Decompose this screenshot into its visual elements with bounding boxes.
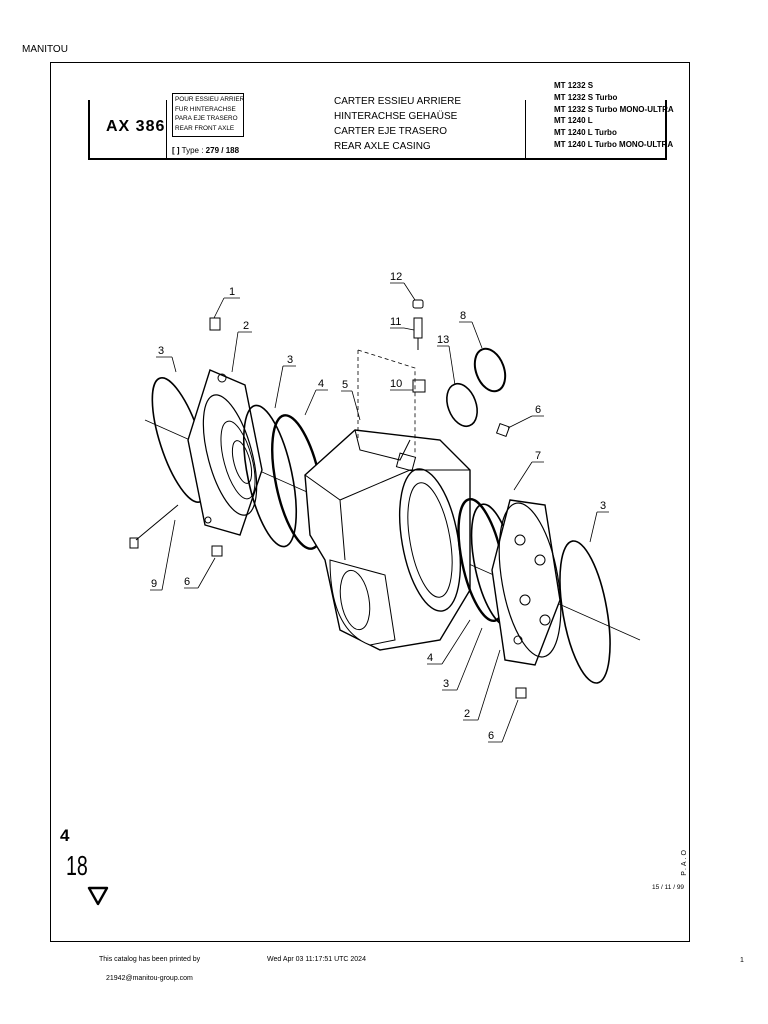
- callout-13: 13: [437, 334, 449, 346]
- title-es: CARTER EJE TRASERO: [334, 126, 447, 137]
- reference-code: AX 386: [106, 118, 166, 135]
- side-code: P.A.O: [681, 848, 688, 876]
- callout-9: 9: [151, 578, 157, 590]
- axle-type-box: POUR ESSIEU ARRIERE FUR HINTERACHSE PARA…: [172, 93, 244, 137]
- nut-6-bottom: [515, 687, 527, 699]
- title-en: REAR AXLE CASING: [334, 141, 431, 152]
- section-number: 4: [60, 826, 70, 845]
- left-hub: [187, 369, 263, 536]
- ring-13: [446, 382, 478, 428]
- model-item: MT 1240 L Turbo MONO-ULTRA: [554, 139, 674, 149]
- callout-4: 4: [318, 378, 324, 390]
- o-ring-mid: [242, 404, 298, 548]
- right-hub: [491, 499, 562, 666]
- type-row: [ ] Type : 279 / 188: [172, 146, 239, 155]
- callout-8: 8: [460, 310, 466, 322]
- callout-3: 3: [600, 500, 606, 512]
- breather-parts: [412, 299, 426, 393]
- header-divider-far-right: [665, 100, 667, 160]
- axle-type-line: FUR HINTERACHSE: [175, 105, 236, 113]
- page-number: 18: [66, 850, 88, 881]
- callout-6: 6: [488, 730, 494, 742]
- brand-name: MANITOU: [22, 44, 68, 55]
- callout-6: 6: [184, 576, 190, 588]
- callout-11: 11: [390, 316, 401, 328]
- title-fr: CARTER ESSIEU ARRIERE: [334, 96, 462, 107]
- drawing-date: 15 / 11 / 99: [652, 884, 685, 891]
- callout-12: 12: [390, 271, 402, 283]
- type-value: 279 / 188: [205, 146, 240, 155]
- axle-type-line: PARA EJE TRASERO: [175, 115, 238, 123]
- model-item: MT 1240 L: [554, 116, 593, 126]
- print-timestamp: Wed Apr 03 11:17:51 UTC 2024: [267, 956, 366, 963]
- header-divider-mid: [166, 100, 167, 160]
- header-divider-right: [525, 100, 526, 160]
- part-titles: CARTER ESSIEU ARRIERE HINTERACHSE GEHAÜS…: [334, 94, 461, 154]
- model-list: MT 1232 S MT 1232 S Turbo MT 1232 S Turb…: [554, 80, 674, 151]
- model-item: MT 1240 L Turbo: [554, 128, 617, 138]
- header-divider-left: [88, 100, 90, 160]
- callout-10: 10: [390, 378, 402, 390]
- o-ring-right: [559, 540, 611, 684]
- circlip-8: [473, 347, 507, 393]
- axle-type-line: REAR FRONT AXLE: [175, 124, 235, 132]
- nut-6-top: [495, 422, 511, 438]
- printed-by-text: This catalog has been printed by: [99, 956, 201, 963]
- nut-1: [209, 317, 221, 331]
- header-divider-bottom: [88, 158, 666, 160]
- model-item: MT 1232 S Turbo: [554, 92, 618, 102]
- callout-7: 7: [535, 450, 541, 462]
- axle-type-line: POUR ESSIEU ARRIERE: [175, 96, 244, 103]
- callout-6: 6: [535, 404, 541, 416]
- bolt-9: [129, 504, 179, 549]
- title-de: HINTERACHSE GEHAÜSE: [334, 111, 458, 122]
- callout-4: 4: [427, 652, 433, 664]
- callout-5: 5: [342, 379, 348, 391]
- callout-1: 1: [229, 286, 235, 298]
- callout-3: 3: [443, 678, 449, 690]
- callout-2: 2: [464, 708, 470, 720]
- type-bracket: [ ]: [172, 146, 180, 155]
- catalog-sheet: [50, 62, 690, 942]
- nut-6-left: [211, 545, 223, 557]
- printed-by-email: 21942@manitou-group.com: [106, 975, 193, 982]
- footer-page-number: 1: [740, 957, 744, 964]
- type-label: Type :: [181, 146, 204, 155]
- model-item: MT 1232 S: [554, 81, 594, 90]
- callout-3: 3: [158, 345, 164, 357]
- callout-3: 3: [287, 354, 293, 366]
- down-arrow-icon[interactable]: [86, 884, 110, 908]
- callout-2: 2: [243, 320, 249, 332]
- model-item: MT 1232 S Turbo MONO-ULTRA: [554, 104, 674, 114]
- axle-casing: [304, 429, 471, 651]
